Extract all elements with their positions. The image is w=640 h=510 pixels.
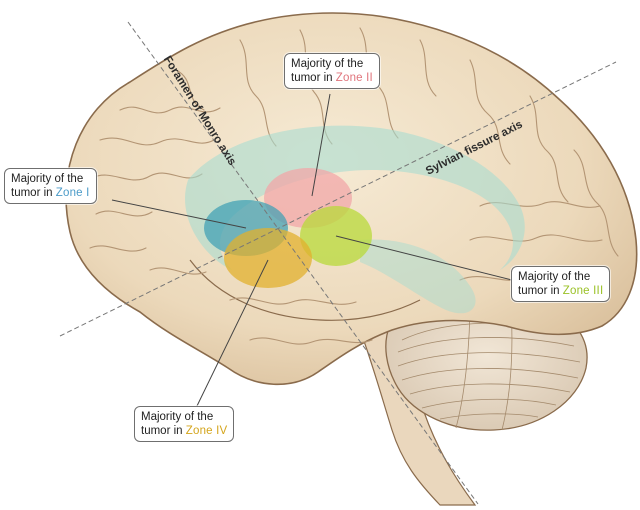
- callout-zone-i: Majority of the tumor in Zone I: [4, 168, 97, 204]
- lateral-ventricle: [185, 125, 525, 270]
- sulci: [59, 27, 619, 345]
- callout-prefix: tumor in: [141, 425, 183, 437]
- callout-line2: tumor in Zone II: [291, 71, 373, 85]
- foramen-of-monro-axis-line: [127, 21, 479, 505]
- callout-line1: Majority of the: [518, 271, 591, 283]
- callout-prefix: tumor in: [291, 72, 333, 84]
- callout-line1: Majority of the: [11, 173, 84, 185]
- callout-prefix: tumor in: [11, 187, 53, 199]
- zone-iii-label: Zone III: [562, 285, 604, 297]
- zone-ii-label: Zone II: [335, 72, 373, 84]
- callout-zone-iii: Majority of the tumor in Zone III: [511, 266, 611, 302]
- callout-line2: tumor in Zone I: [11, 186, 90, 200]
- callout-line1: Majority of the: [141, 411, 214, 423]
- callout-line2: tumor in Zone IV: [141, 424, 227, 438]
- callout-line1: Majority of the: [291, 58, 364, 70]
- callout-zone-ii: Majority of the tumor in Zone II: [284, 53, 380, 89]
- callout-prefix: tumor in: [518, 285, 560, 297]
- callout-line2: tumor in Zone III: [518, 284, 603, 298]
- zone-iv-label: Zone IV: [185, 425, 228, 437]
- callout-zone-iv: Majority of the tumor in Zone IV: [134, 406, 235, 442]
- temporal-lobe-border: [189, 259, 421, 321]
- sylvian-fissure-axis-line: [59, 61, 617, 337]
- temporal-horn: [360, 239, 476, 314]
- leader-lines: [111, 93, 513, 409]
- zone-i-label: Zone I: [55, 187, 90, 199]
- zone-iv-region: [224, 228, 312, 288]
